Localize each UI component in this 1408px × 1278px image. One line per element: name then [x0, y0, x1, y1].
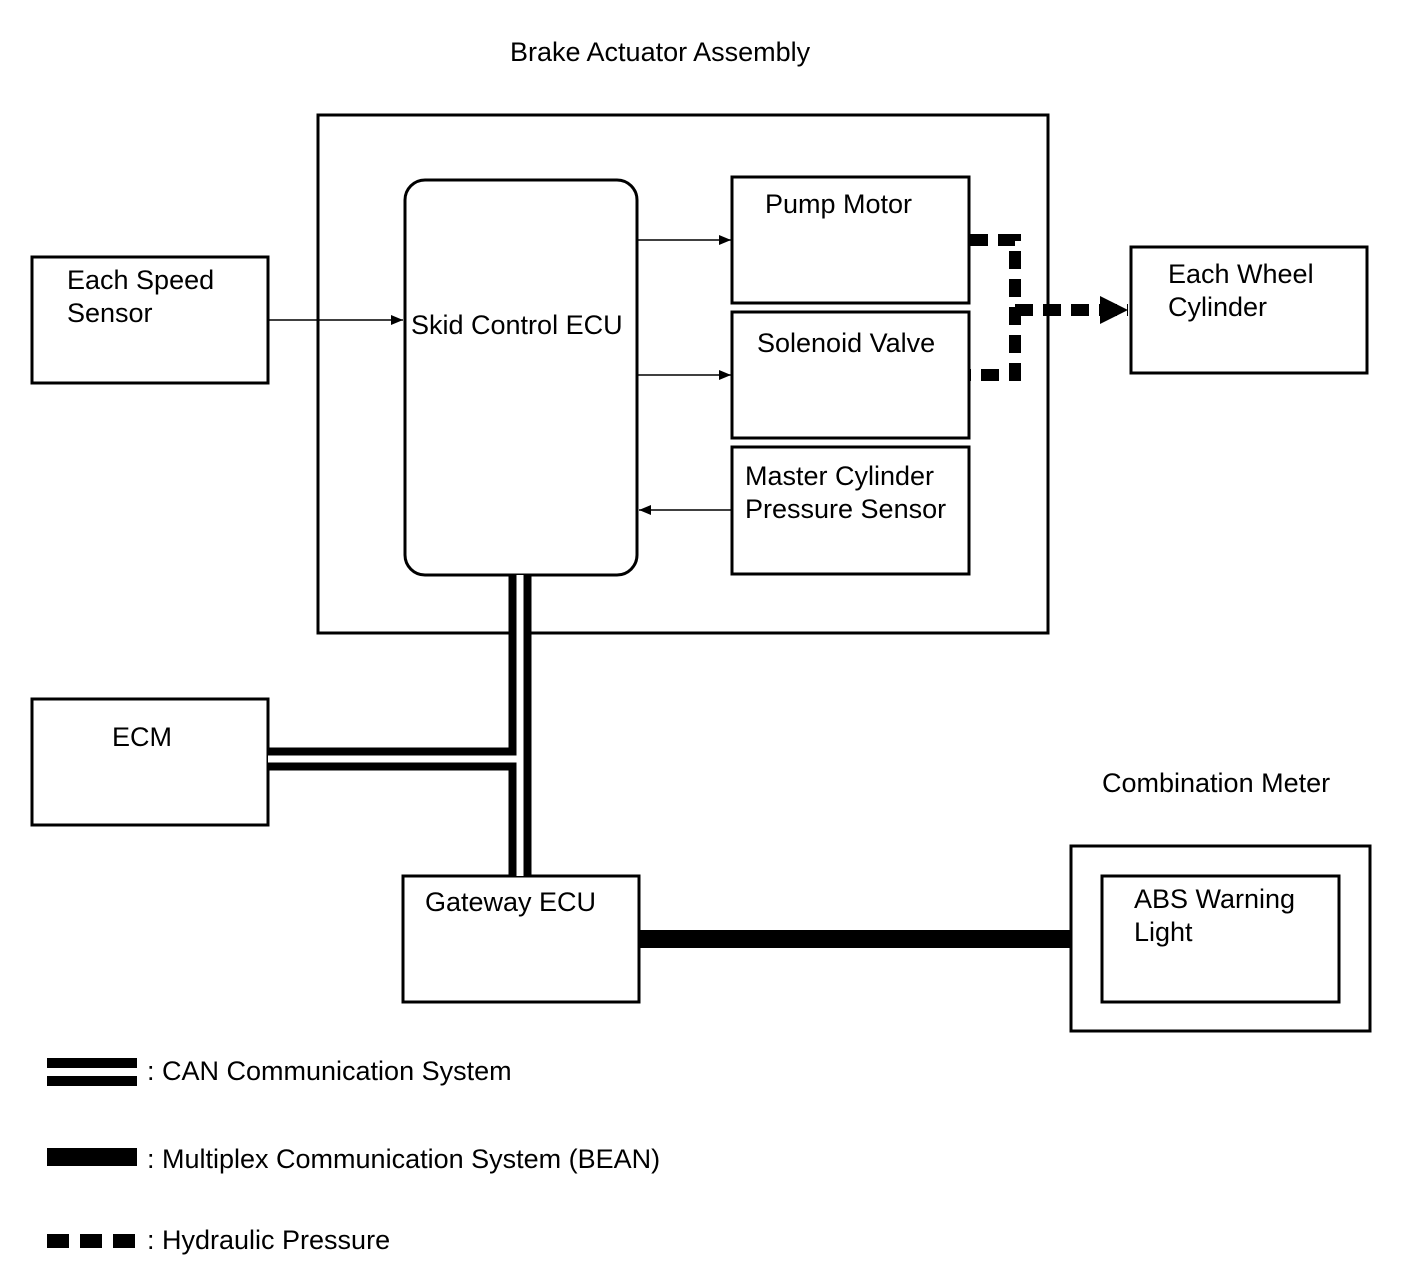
brake-actuator-assembly-box	[316, 113, 1050, 635]
legend-hydraulic-label: : Hydraulic Pressure	[147, 1225, 391, 1255]
abs-warning-light-box	[1100, 874, 1341, 1004]
can-bus-lines	[268, 575, 532, 876]
pump-motor-label: Pump Motor	[765, 189, 913, 219]
master-cylinder-label: Master Cylinder Pressure Sensor	[745, 461, 947, 524]
diagram-title: Brake Actuator Assembly	[510, 37, 811, 67]
legend-bean-label: : Multiplex Communication System (BEAN)	[147, 1144, 661, 1174]
skid-control-ecu-box	[403, 178, 639, 577]
skid-control-ecu-label: Skid Control ECU	[411, 310, 623, 340]
master-cylinder-box	[730, 445, 971, 576]
legend-can-label: : CAN Communication System	[147, 1056, 512, 1086]
wheel-cylinder-label: Each Wheel Cylinder	[1168, 259, 1314, 322]
solenoid-valve-label: Solenoid Valve	[757, 328, 936, 358]
speed-sensor-label: Each Speed Sensor	[67, 265, 215, 328]
solenoid-valve-box	[730, 310, 971, 440]
abs-warning-light-label: ABS Warning Light	[1134, 884, 1296, 947]
wheel-cylinder-box	[1129, 245, 1369, 375]
pump-motor-box	[730, 175, 971, 305]
ecm-box	[30, 697, 270, 827]
ecm-label: ECM	[112, 722, 172, 752]
gateway-ecu-label: Gateway ECU	[425, 887, 597, 917]
combination-meter-label: Combination Meter	[1102, 768, 1331, 798]
hydraulic-pressure-lines	[970, 234, 1021, 381]
